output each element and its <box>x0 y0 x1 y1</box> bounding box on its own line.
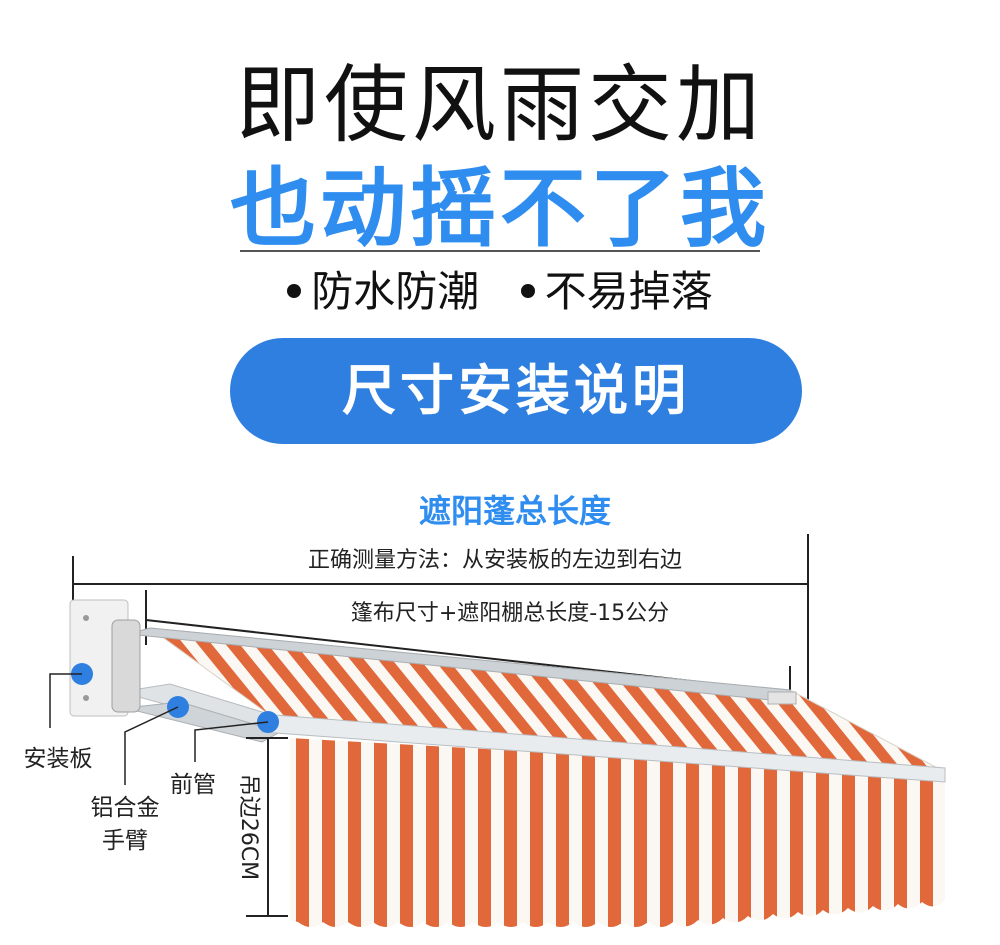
bullet-icon <box>287 283 302 298</box>
canopy-stripe <box>934 628 945 772</box>
feature-label: 防水防潮 <box>311 267 480 316</box>
label-arm-line2: 手臂 <box>102 828 148 854</box>
valance-stripe <box>660 738 673 927</box>
bolt-icon <box>83 615 89 621</box>
valance-stripe <box>738 738 751 927</box>
feature-list: 防水防潮 不易掉落 <box>0 258 1000 319</box>
bullet-icon <box>520 283 535 298</box>
valance-stripe <box>790 738 803 927</box>
valance-stripe <box>842 738 855 927</box>
mount-bracket <box>111 619 141 713</box>
headline-line2: 也动摇不了我 <box>230 159 770 259</box>
divider <box>240 250 760 252</box>
canopy-stripe <box>962 620 1000 780</box>
valance-stripe <box>296 738 309 927</box>
valance-stripe <box>686 738 699 927</box>
wall-bracket-right <box>767 691 797 705</box>
headline-line1: 即使风雨交加 <box>235 56 764 154</box>
label-arm-line1: 铝合金 <box>91 795 160 821</box>
valance-stripe <box>322 738 335 927</box>
valance-stripe <box>478 738 491 927</box>
size-install-button[interactable]: 尺寸安装说明 <box>230 338 802 444</box>
leader-arm <box>124 706 179 785</box>
roller-tube <box>127 627 791 703</box>
canopy-stripe <box>906 628 945 772</box>
feature-label: 不易掉落 <box>544 267 713 316</box>
valance-stripe <box>608 738 621 927</box>
valance-stripe <box>634 738 647 927</box>
label-valance: 吊边26CM <box>236 774 261 880</box>
fabric-size-text: 篷布尺寸+遮阳棚总长度-15公分 <box>351 601 669 626</box>
valance-stripe <box>452 738 465 927</box>
awning-diagram: 遮阳蓬总长度 正确测量方法：从安装板的左边到右边 篷布尺寸+遮阳棚总长度-15公… <box>24 492 1000 940</box>
label-front-tube: 前管 <box>170 772 216 798</box>
leader-mount-plate <box>49 673 82 728</box>
leader-front-tube <box>194 721 269 762</box>
feature-item: 防水防潮 <box>287 258 479 319</box>
valance-stripe <box>946 720 959 940</box>
valance-stripe <box>920 738 933 927</box>
valance-stripe <box>868 738 881 927</box>
valance-stripe <box>582 738 595 927</box>
valance-stripe <box>556 738 569 927</box>
valance-stripe <box>764 738 777 927</box>
valance-stripe <box>400 738 413 927</box>
valance-stripe <box>426 738 439 927</box>
bolt-icon <box>83 695 89 701</box>
measure-method-text: 正确测量方法：从安装板的左边到右边 <box>308 548 682 573</box>
valance-stripe <box>712 738 725 927</box>
label-mount-plate: 安装板 <box>24 746 93 772</box>
diagram-title: 遮阳蓬总长度 <box>419 492 611 530</box>
valance-stripe <box>530 738 543 927</box>
valance-stripe <box>374 738 387 927</box>
valance-stripe <box>816 738 829 927</box>
valance-stripe <box>894 738 907 927</box>
valance-stripe <box>348 738 361 927</box>
feature-item: 不易掉落 <box>520 258 713 319</box>
valance-stripe <box>504 738 517 927</box>
valance <box>290 720 959 940</box>
